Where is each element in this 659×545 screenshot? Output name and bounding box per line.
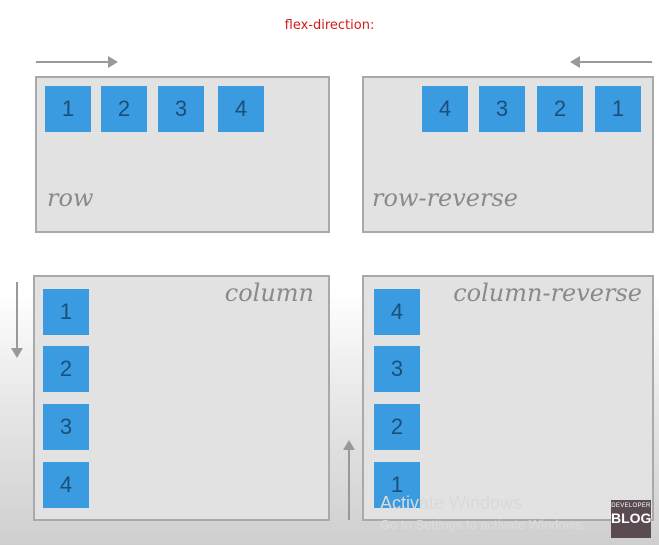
arrow-up-icon [343, 440, 355, 520]
flex-item: 4 [218, 86, 264, 132]
arrow-right-icon [36, 56, 118, 68]
panel-row: 1 2 3 4 row [35, 76, 330, 233]
panel-label-row-reverse: row-reverse [372, 184, 519, 212]
flex-item: 4 [422, 86, 468, 132]
flex-item: 4 [374, 289, 420, 335]
logo-line-1: DEVELOPER [611, 503, 651, 509]
arrow-down-icon [11, 282, 23, 358]
panel-label-column-reverse: column-reverse [453, 279, 642, 307]
flex-item: 1 [595, 86, 641, 132]
arrow-left-icon [570, 56, 652, 68]
flex-item: 1 [45, 86, 91, 132]
activate-windows-title: Activate Windows [380, 493, 523, 513]
flex-item: 3 [43, 404, 89, 450]
panel-row-reverse: 4 3 2 1 row-reverse [362, 76, 654, 233]
activate-windows-subtitle: Go to Settings to activate Windows. [380, 517, 586, 532]
flex-item: 3 [374, 346, 420, 392]
flex-item: 2 [374, 404, 420, 450]
flex-item: 2 [43, 346, 89, 392]
flex-item: 2 [101, 86, 147, 132]
flex-item: 1 [374, 462, 420, 508]
flex-item: 3 [479, 86, 525, 132]
panel-label-column: column [224, 279, 314, 307]
flex-item: 2 [537, 86, 583, 132]
flex-item: 3 [158, 86, 204, 132]
developer-blog-logo: DEVELOPER BLOG [611, 500, 651, 538]
flex-item: 1 [43, 289, 89, 335]
panel-column: column 1 2 3 4 [33, 275, 330, 521]
flex-item: 4 [43, 462, 89, 508]
panel-label-row: row [47, 184, 94, 212]
logo-line-2: BLOG [611, 510, 652, 526]
diagram-title: flex-direction: [284, 18, 375, 33]
panel-column-reverse: column-reverse 4 3 2 1 [362, 275, 654, 521]
